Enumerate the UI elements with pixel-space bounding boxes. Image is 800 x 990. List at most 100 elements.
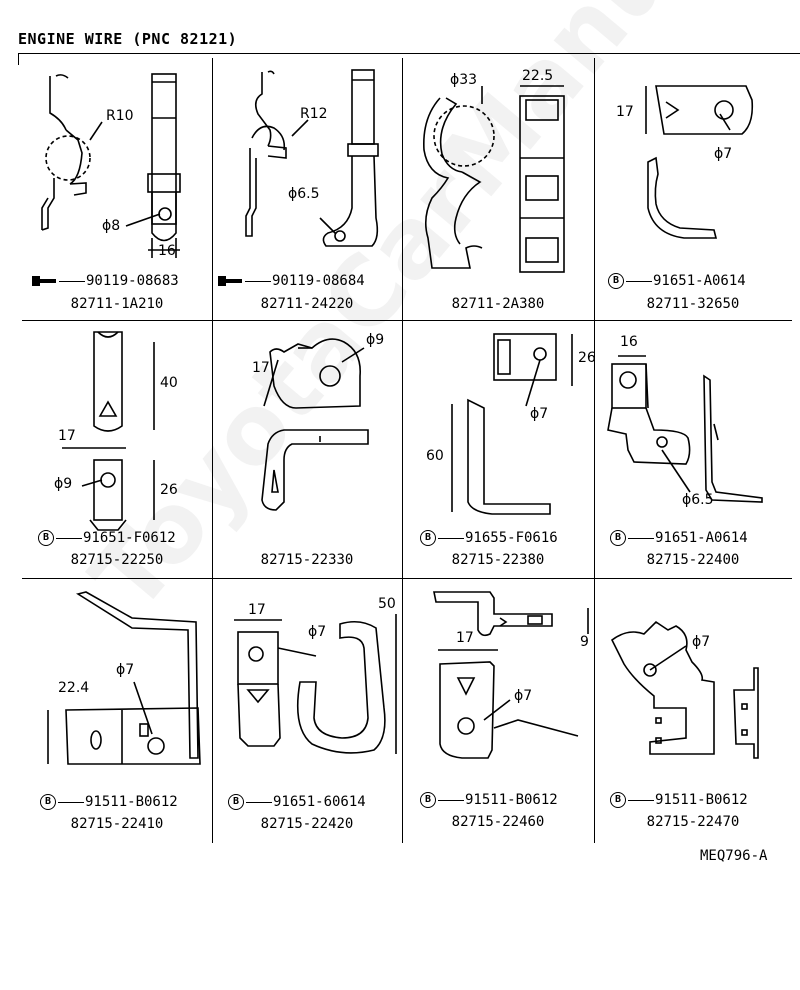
fastener-row: B 91651-60614 xyxy=(228,794,366,810)
leader-dash xyxy=(626,280,652,282)
leader-dash xyxy=(628,537,654,539)
cell-82715-22470: ϕ7 B 91511-B0612 82715-22470 xyxy=(594,578,792,843)
grid-hline-2 xyxy=(22,578,792,579)
b-symbol: B xyxy=(420,792,436,808)
dim-50: 50 xyxy=(378,596,396,612)
b-symbol: B xyxy=(38,530,54,546)
figure-code: MEQ796-A xyxy=(700,848,768,864)
clamp-82715-22330-drawing xyxy=(261,338,369,511)
fastener-number: 91651-60614 xyxy=(273,794,366,810)
dim-phi6-5: ϕ6.5 xyxy=(288,186,320,202)
dim-17: 17 xyxy=(248,602,266,618)
clamp-82715-22380-drawing xyxy=(451,333,573,515)
part-number: 82715-22410 xyxy=(70,816,164,832)
leader-dash xyxy=(56,537,82,539)
fastener-row: B 91651-A0614 xyxy=(610,530,748,546)
cell-82711-24220: R12 ϕ6.5 90119-08684 82711-24220 xyxy=(212,58,402,320)
fastener-number: 91651-A0614 xyxy=(655,530,748,546)
dim-17: 17 xyxy=(252,360,270,376)
frame-top-border xyxy=(18,53,800,54)
leader-dash xyxy=(438,799,464,801)
fastener-number: 90119-08684 xyxy=(272,273,365,289)
fastener-row: B 91651-A0614 xyxy=(608,273,746,289)
dim-phi7: ϕ7 xyxy=(530,406,549,422)
leader-dash xyxy=(59,280,85,282)
b-symbol: B xyxy=(40,794,56,810)
part-number: 82715-22330 xyxy=(260,552,354,568)
fastener-number: 91651-A0614 xyxy=(653,273,746,289)
fastener-number: 91511-B0612 xyxy=(465,792,558,808)
dim-phi9: ϕ9 xyxy=(54,476,73,492)
fastener-number: 91651-F0612 xyxy=(83,530,176,546)
dim-phi33: ϕ33 xyxy=(450,72,478,88)
grid-vline-2 xyxy=(402,58,403,843)
clamp-82715-22250-drawing xyxy=(62,331,155,531)
fastener-row: B 91511-B0612 xyxy=(610,792,748,808)
clamp-82711-32650-drawing xyxy=(645,85,754,239)
dim-17: 17 xyxy=(58,428,76,444)
part-number: 82711-32650 xyxy=(646,296,740,312)
dim-17: 17 xyxy=(616,104,634,120)
clamp-82715-22410-drawing xyxy=(47,591,201,765)
dim-9: 9 xyxy=(580,634,589,650)
dim-26: 26 xyxy=(578,350,596,366)
fastener-number: 91655-F0616 xyxy=(465,530,558,546)
part-number: 82711-2A380 xyxy=(451,296,545,312)
b-symbol: B xyxy=(608,273,624,289)
dim-r12: R12 xyxy=(300,106,328,122)
part-number: 82715-22380 xyxy=(451,552,545,568)
leader-dash xyxy=(628,799,654,801)
clamp-82711-1A210-drawing xyxy=(41,73,181,258)
leader-dash xyxy=(246,801,272,803)
dim-phi6-5: ϕ6.5 xyxy=(682,492,714,508)
frame-left-tick xyxy=(18,53,19,65)
fastener-row: 90119-08683 xyxy=(32,273,179,289)
leader-dash xyxy=(58,801,84,803)
fastener-row: 90119-08684 xyxy=(218,273,365,289)
diagram-title: ENGINE WIRE (PNC 82121) xyxy=(18,30,238,48)
fastener-row: B 91511-B0612 xyxy=(420,792,558,808)
cell-82711-1A210: R10 ϕ8 16 90119-08683 82711-1A210 xyxy=(22,58,212,320)
dim-phi7: ϕ7 xyxy=(116,662,135,678)
dim-40: 40 xyxy=(160,375,178,391)
fastener-row: B 91651-F0612 xyxy=(38,530,176,546)
clamp-82711-24220-drawing xyxy=(245,69,379,247)
dim-r10: R10 xyxy=(106,108,134,124)
cell-82711-32650: 17 ϕ7 B 91651-A0614 82711-32650 xyxy=(594,58,792,320)
bolt-icon xyxy=(32,274,56,288)
dim-phi7: ϕ7 xyxy=(514,688,533,704)
cell-82715-22330: 17 ϕ9 82715-22330 xyxy=(212,320,402,578)
part-number: 82715-22460 xyxy=(451,814,545,830)
part-number: 82715-22470 xyxy=(646,814,740,830)
fastener-number: 90119-08683 xyxy=(86,273,179,289)
leader-dash xyxy=(438,537,464,539)
dim-26: 26 xyxy=(160,482,178,498)
leader-dash xyxy=(245,280,271,282)
b-symbol: B xyxy=(610,530,626,546)
fastener-number: 91511-B0612 xyxy=(655,792,748,808)
grid-hline-1 xyxy=(22,320,792,321)
clamp-82711-2A380-drawing xyxy=(423,85,565,273)
bolt-icon xyxy=(218,274,242,288)
clamp-82715-22420-drawing xyxy=(234,614,397,754)
clamp-82715-22400-drawing xyxy=(607,355,763,503)
part-number: 82715-22400 xyxy=(646,552,740,568)
b-symbol: B xyxy=(228,794,244,810)
dim-phi7: ϕ7 xyxy=(692,634,711,650)
part-number: 82711-24220 xyxy=(260,296,354,312)
b-symbol: B xyxy=(610,792,626,808)
clamp-82715-22460-drawing xyxy=(433,591,589,759)
dim-60: 60 xyxy=(426,448,444,464)
grid-vline-3 xyxy=(594,58,595,843)
part-number: 82711-1A210 xyxy=(70,296,164,312)
grid-vline-1 xyxy=(212,58,213,843)
dim-phi7: ϕ7 xyxy=(714,146,733,162)
part-number: 82715-22250 xyxy=(70,552,164,568)
